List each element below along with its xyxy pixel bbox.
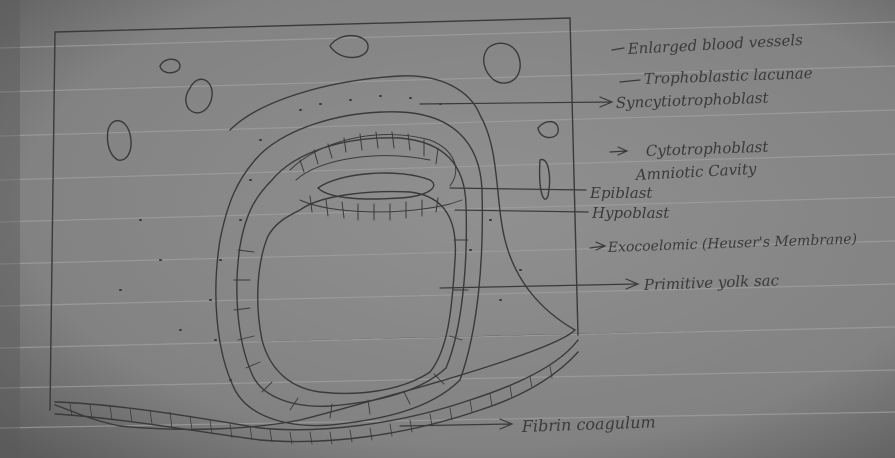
- photo-vignette-left: [0, 0, 20, 458]
- label-epiblast: Epiblast: [589, 184, 653, 202]
- label-hypoblast: Hypoblast: [591, 204, 670, 222]
